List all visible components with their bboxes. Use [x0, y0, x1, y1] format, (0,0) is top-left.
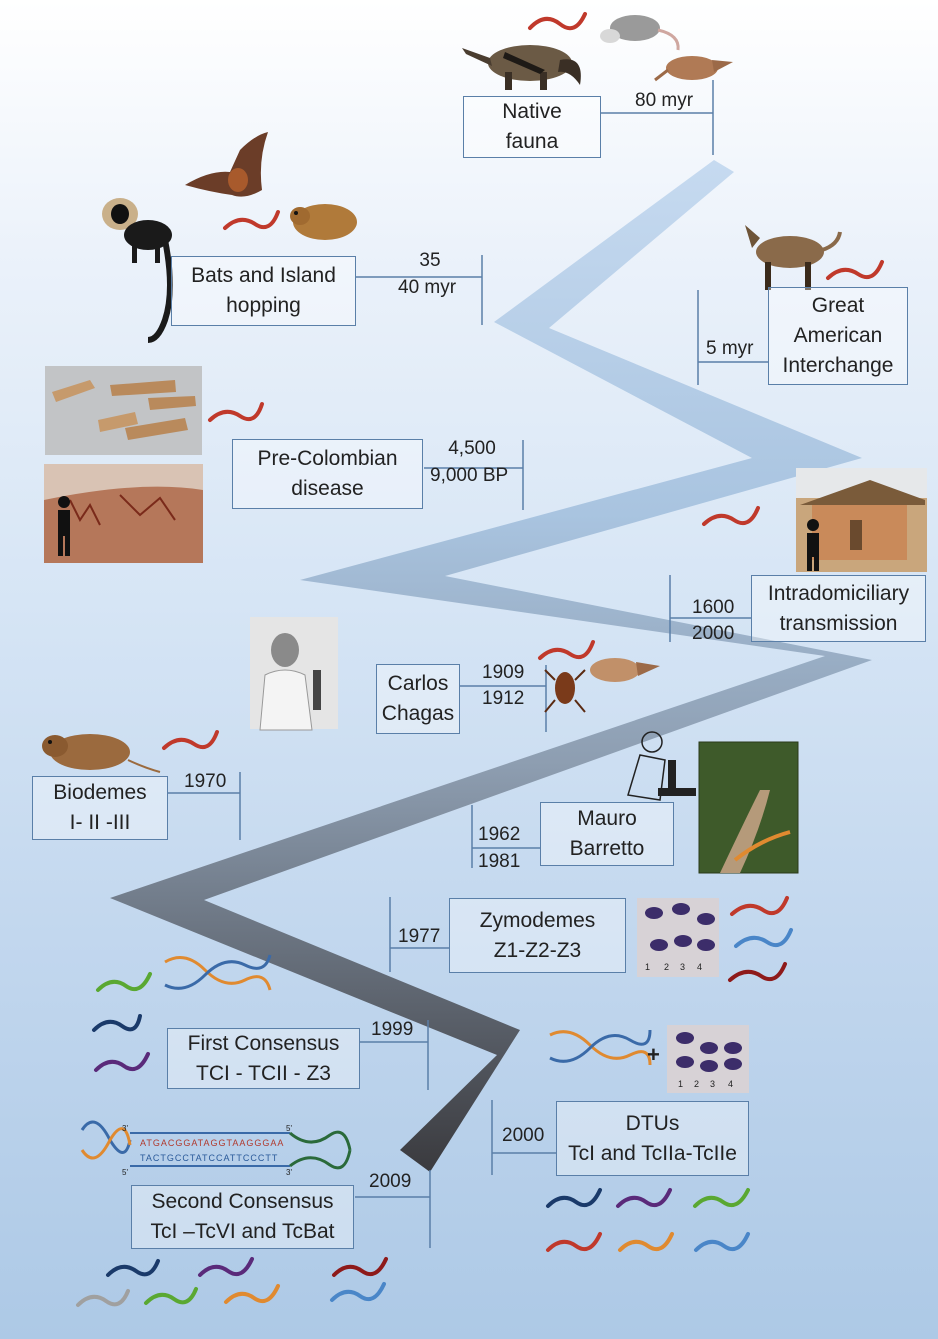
event-time-label: 1970 [184, 771, 227, 792]
event-time-label: 1912 [482, 688, 525, 709]
event-box-carlos-chagas: Carlos Chagas [376, 664, 460, 734]
dna-helix-illustration [549, 1029, 652, 1066]
house-photo [796, 468, 927, 572]
anteater-illustration [462, 45, 581, 90]
event-time-label: 1962 [478, 824, 521, 845]
gel-lane-label: 2 [694, 1079, 700, 1089]
event-title-line: I- II -III [69, 811, 131, 834]
event-title-line: Z1-Z2-Z3 [493, 938, 582, 962]
event-title-line: Second Consensus [151, 1190, 334, 1213]
gel-lane-label: 3 [680, 962, 686, 972]
connector-lines [168, 80, 768, 1248]
event-time-label: 1600 [692, 597, 735, 618]
plus-sign: + [647, 1042, 660, 1067]
event-time-label: 1981 [478, 851, 521, 872]
dna-end-label: 3' [122, 1124, 128, 1133]
dna-sequence-top: ATGACGGATAGGTAAGGGAA [140, 1138, 285, 1148]
event-box-bats: Bats and Island hopping [171, 256, 356, 326]
event-title-line: Mauro [577, 807, 637, 830]
trypanosome-icons [76, 12, 884, 1307]
event-title-line: American [793, 324, 883, 347]
dna-sequence-illustration [80, 1120, 352, 1170]
dna-end-label: 3' [286, 1168, 292, 1177]
event-title-line: Pre-Colombian [257, 447, 398, 470]
event-box-native-fauna: Native fauna [463, 96, 601, 158]
microscope-scientist-illustration [627, 731, 696, 801]
event-title-line: Barretto [569, 837, 645, 860]
kissing-bug-illustration [544, 669, 586, 713]
event-time-label: 2000 [502, 1125, 545, 1146]
carlos-chagas-photo [250, 617, 338, 731]
event-title-line: Great [811, 294, 865, 317]
forest-photo [698, 741, 799, 874]
event-box-mauro-barretto: Mauro Barretto [540, 802, 674, 866]
gel-lane-label: 1 [678, 1079, 684, 1089]
gel-lane-label: 1 [645, 962, 651, 972]
event-time-label: 4,500 [448, 438, 496, 459]
event-title-line: Chagas [381, 702, 455, 725]
opossum-illustration [600, 15, 680, 51]
rodent-illustration [42, 734, 161, 773]
event-title-line: Zymodemes [479, 908, 596, 932]
event-box-first-consensus: First Consensus TCI - TCII - Z3 [167, 1028, 360, 1089]
event-box-biodemes: Biodemes I- II -III [32, 776, 168, 840]
event-time-label: 1977 [398, 926, 441, 947]
event-box-zymodemes: Zymodemes Z1-Z2-Z3 [449, 898, 626, 973]
event-time-label: 5 myr [706, 338, 754, 359]
bat-illustration [185, 132, 268, 197]
event-time-label: 9,000 BP [430, 465, 509, 486]
dna-end-label: 5' [122, 1168, 128, 1177]
event-title-line: TcI and TcIIa-TcIIe [568, 1141, 737, 1165]
event-box-great-american-interchange: Great American Interchange [768, 287, 908, 385]
event-time-label: 80 myr [635, 90, 694, 111]
event-title-line: Biodemes [53, 781, 147, 804]
event-title-line: TCI - TCII - Z3 [196, 1061, 331, 1085]
event-time-label: 1999 [371, 1019, 414, 1040]
event-title-line: Bats and Island [191, 264, 336, 287]
event-box-dtus: DTUs TcI and TcIIa-TcIIe [556, 1101, 749, 1176]
event-box-pre-colombian: Pre-Colombian disease [232, 439, 423, 509]
rodent-illustration [290, 204, 357, 240]
armadillo-illustration [654, 56, 733, 82]
event-time-label: 1909 [482, 662, 525, 683]
event-time-label: 2000 [692, 623, 735, 644]
gel-lane-label: 2 [664, 962, 670, 972]
event-title-line: Interchange [782, 354, 894, 377]
event-title-line: fauna [505, 130, 559, 153]
dna-sequence-bottom: TACTGCCTATCCATTCCCTT [140, 1153, 279, 1163]
event-title-line: Native [502, 100, 562, 123]
event-title-line: hopping [226, 294, 301, 317]
dna-helix-illustration [164, 954, 272, 991]
event-box-intradomiciliary: Intradomiciliary transmission [751, 575, 926, 642]
tamarin-illustration [102, 198, 173, 343]
event-title-line: disease [291, 477, 364, 500]
event-title-line: TcI –TcVI and TcBat [150, 1220, 335, 1243]
event-title-line: Intradomiciliary [767, 581, 910, 605]
event-time-label: 2009 [369, 1171, 412, 1192]
event-title-line: Carlos [387, 672, 449, 695]
rock-art-photo [44, 464, 203, 563]
dna-end-label: 5' [286, 1124, 292, 1133]
event-title-line: DTUs [625, 1111, 680, 1135]
bones-photo [45, 366, 202, 455]
gel-lane-label: 4 [697, 962, 703, 972]
gel-lane-label: 3 [710, 1079, 716, 1089]
maned-wolf-illustration [745, 225, 842, 290]
event-title-line: First Consensus [187, 1031, 340, 1055]
event-time-label: 35 [419, 250, 441, 271]
timeline-path [110, 160, 872, 1172]
gel-lane-label: 4 [728, 1079, 734, 1089]
dtu-gel-image [667, 1025, 749, 1093]
event-box-second-consensus: Second Consensus TcI –TcVI and TcBat [131, 1185, 354, 1249]
event-time-label: 40 myr [398, 277, 457, 298]
armadillo-illustration [590, 658, 660, 682]
zymodeme-gel-image [637, 898, 719, 977]
event-title-line: transmission [779, 611, 898, 635]
